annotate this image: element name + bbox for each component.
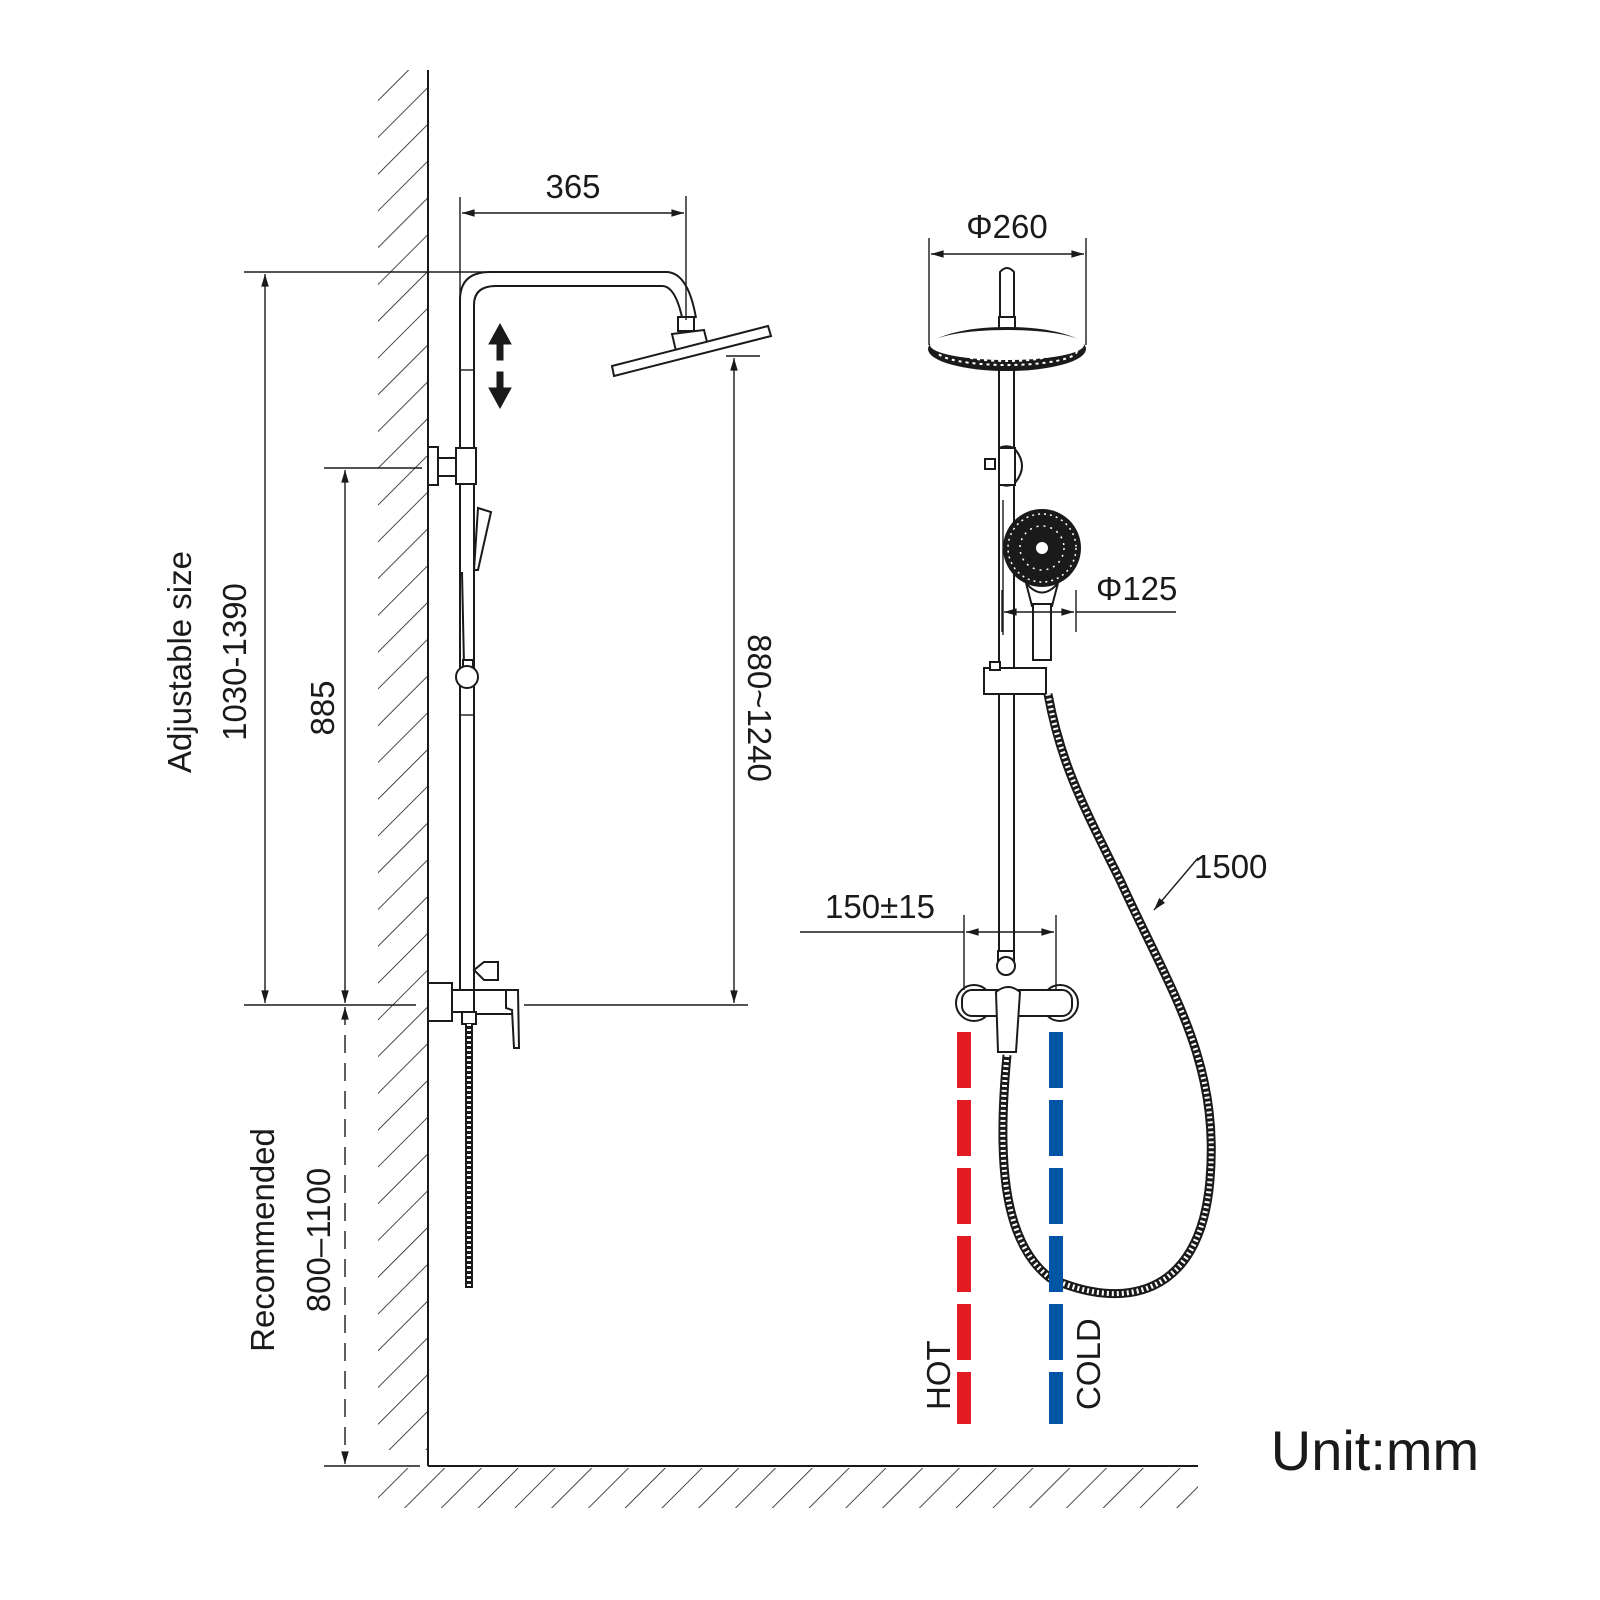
side-dimensions: 365 Adjustable size 1030-1390 885 880~12… <box>161 168 778 1467</box>
side-hand-shower <box>455 506 493 716</box>
unit-label: Unit:mm <box>1271 1419 1479 1482</box>
hose-length-label: 1500 <box>1194 848 1267 885</box>
recommended-label: Recommended <box>244 1128 281 1352</box>
side-view <box>427 271 773 1288</box>
rain-head-nozzles-mid <box>958 342 1056 362</box>
bracket-flange <box>427 446 439 486</box>
hand-shower-handle <box>1032 603 1052 661</box>
wall-hatch <box>378 70 428 1450</box>
hand-shower-head-side <box>472 506 493 571</box>
head-height-label: 880~1240 <box>741 634 778 782</box>
front-upper-bracket <box>984 445 1023 487</box>
adjustable-range: 1030-1390 <box>216 583 253 741</box>
rain-head-plate <box>610 324 773 378</box>
front-view: HOT COLD <box>920 267 1216 1424</box>
front-dimensions: Φ260 Φ125 1500 150±15 <box>800 208 1267 990</box>
mixer-nut <box>451 989 475 1013</box>
diverter-side <box>472 961 499 981</box>
front-hand-shower <box>1002 500 1081 661</box>
slide-holder-knob <box>989 661 1001 671</box>
mixer-lever-front <box>994 986 1022 1053</box>
front-rain-head <box>928 316 1086 371</box>
height-adjust-arrow-icon <box>488 322 512 410</box>
mixer-lever-side <box>505 989 521 1049</box>
bracket-height-label: 885 <box>304 680 341 735</box>
slide-holder-body <box>983 667 1047 695</box>
slide-holder <box>455 665 479 689</box>
hand-shower-handle-side <box>461 571 475 666</box>
hot-label: HOT <box>920 1340 957 1410</box>
bracket-screw <box>984 458 996 470</box>
arm-reach-label: 365 <box>545 168 600 205</box>
hand-shower-nozzles <box>1007 513 1077 583</box>
side-riser-outer <box>459 271 697 1000</box>
rain-head-nozzles-outer <box>936 336 1078 366</box>
hand-shower-diameter-label: Φ125 <box>1096 570 1177 607</box>
side-riser-inner <box>473 285 684 1000</box>
front-mixer <box>955 950 1079 1053</box>
side-mixer <box>427 961 521 1288</box>
cold-label: COLD <box>1070 1318 1107 1410</box>
leader-1500 <box>1153 857 1199 911</box>
front-bracket-clamp <box>998 447 1016 486</box>
hand-shower-center <box>1034 540 1050 556</box>
inlet-spacing-label: 150±15 <box>825 888 935 925</box>
recommended-range: 800–1100 <box>300 1168 337 1312</box>
shower-hose-winding <box>1000 693 1214 1297</box>
floor <box>378 1465 1198 1508</box>
hand-shower-nozzles-inner <box>1019 525 1065 571</box>
rain-head-nozzles-inner <box>982 347 1032 359</box>
rain-head-rim <box>930 330 1084 360</box>
diverter-knob <box>996 956 1016 976</box>
floor-hatch <box>378 1468 1198 1508</box>
adjustable-label: Adjustable size <box>161 551 198 773</box>
mixer-wall-flange <box>427 982 453 1022</box>
rain-head-diameter-label: Φ260 <box>966 208 1047 245</box>
hose-nut-side <box>461 1011 477 1025</box>
hand-shower-neck <box>1025 582 1059 607</box>
front-slide-holder <box>983 661 1047 695</box>
side-rain-head <box>610 316 773 378</box>
upper-wall-bracket <box>427 446 477 486</box>
front-riser-top <box>999 267 1015 330</box>
wall <box>378 70 429 1466</box>
bracket-clamp <box>455 447 477 485</box>
